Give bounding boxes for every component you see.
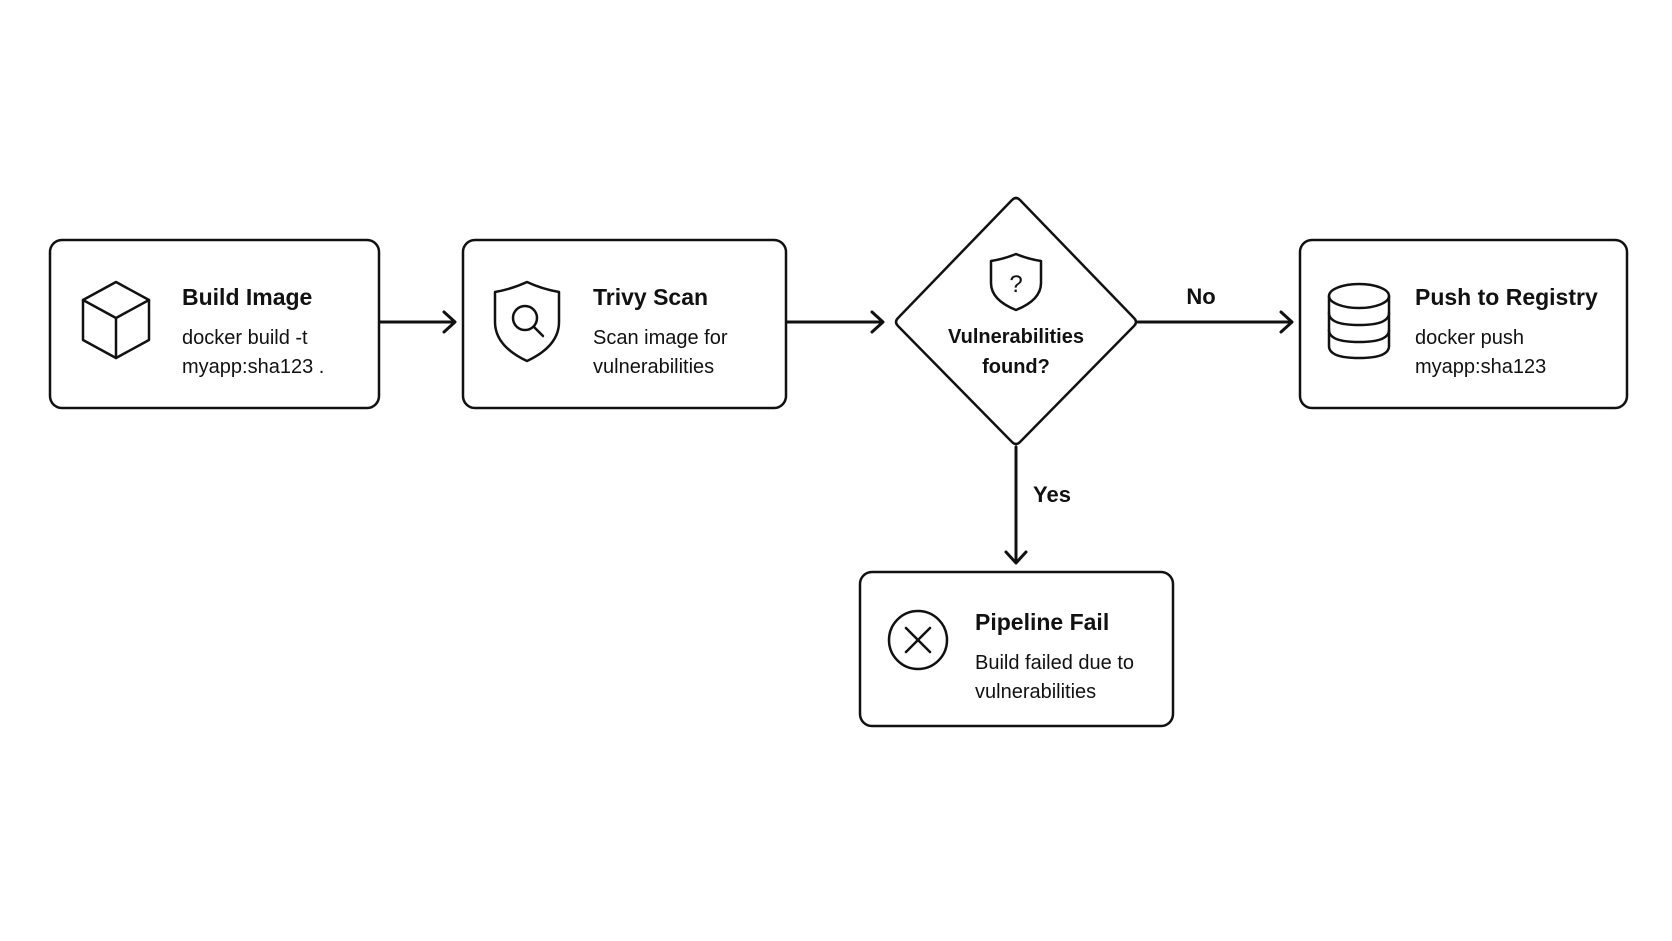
node-trivy-scan[interactable]: Trivy Scan Scan image for vulnerabilitie… [461, 238, 788, 410]
node-description-line-2: myapp:sha123 [1415, 356, 1546, 378]
node-description-line-2: myapp:sha123 . [182, 356, 324, 378]
node-title: Pipeline Fail [975, 609, 1109, 635]
node-description-line-1: Scan image for [593, 327, 728, 349]
node-title: Build Image [182, 284, 312, 310]
decision-label-line-2: found? [982, 356, 1050, 378]
cube-icon [81, 280, 151, 360]
question-mark-glyph: ? [1009, 271, 1022, 298]
edge-decision-to-push: No [1136, 284, 1294, 334]
node-title: Trivy Scan [593, 284, 708, 310]
edge-scan-to-decision [784, 310, 885, 334]
node-decision-vulnerabilities[interactable]: ? Vulnerabilities found? [894, 196, 1138, 446]
node-pipeline-fail[interactable]: Pipeline Fail Build failed due to vulner… [858, 570, 1175, 728]
edge-build-to-scan [377, 310, 457, 334]
shield-question-icon: ? [989, 252, 1043, 312]
node-description-line-2: vulnerabilities [593, 356, 714, 378]
edge-label-no: No [1186, 284, 1215, 309]
node-title: Push to Registry [1415, 284, 1598, 310]
node-description-line-1: Build failed due to [975, 652, 1134, 674]
shield-search-icon [493, 280, 561, 363]
node-description-line-1: docker push [1415, 327, 1524, 349]
node-push-to-registry[interactable]: Push to Registry docker push myapp:sha12… [1298, 238, 1629, 410]
edge-label-yes: Yes [1033, 482, 1071, 507]
node-description-line-2: vulnerabilities [975, 681, 1096, 703]
database-icon [1327, 282, 1391, 360]
edge-decision-to-fail: Yes [1004, 445, 1071, 565]
node-build-image[interactable]: Build Image docker build -t myapp:sha123… [48, 238, 381, 410]
decision-label-line-1: Vulnerabilities [948, 326, 1084, 348]
node-description-line-1: docker build -t [182, 327, 308, 349]
x-circle-icon [887, 609, 949, 671]
